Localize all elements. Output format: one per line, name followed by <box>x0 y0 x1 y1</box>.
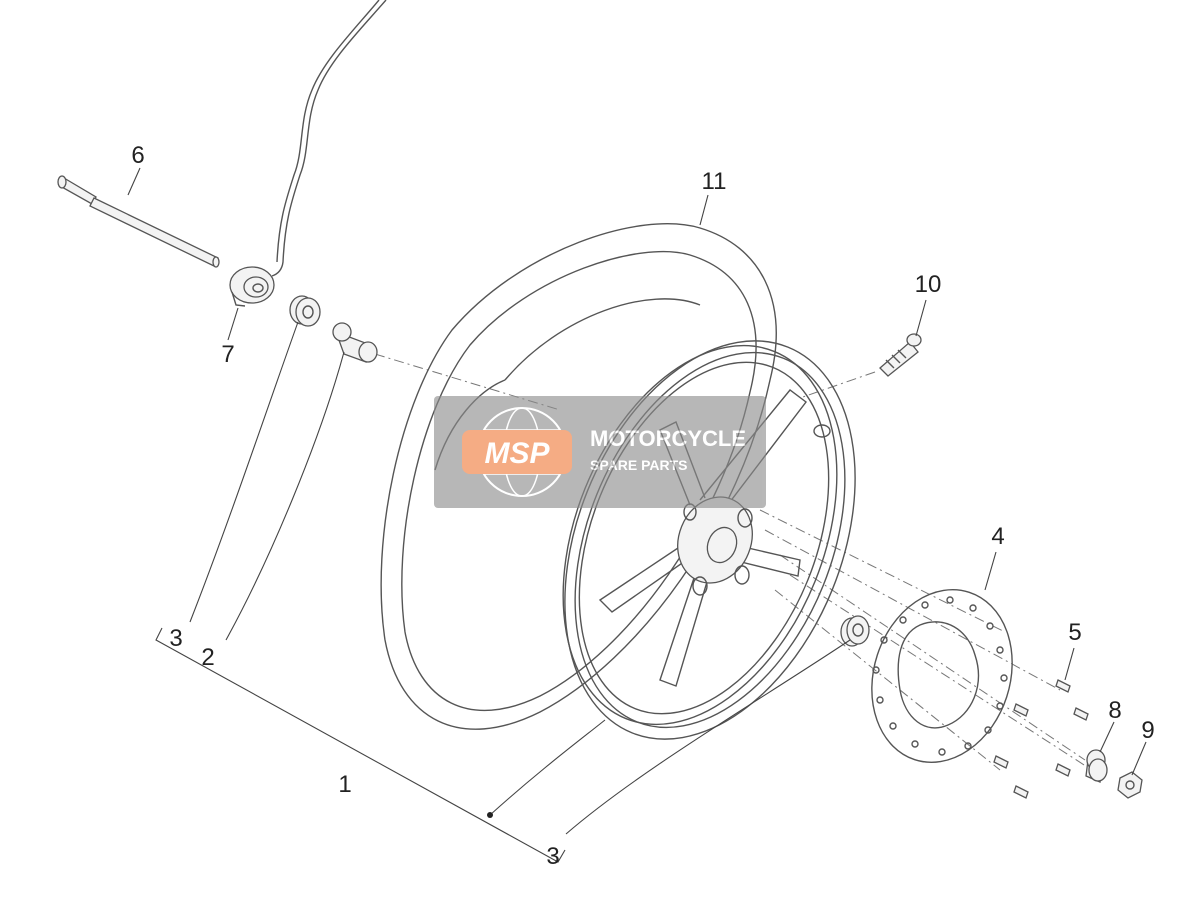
callout-3-left: 3 <box>169 625 182 652</box>
speedometer-cable <box>271 0 387 277</box>
screws-part-5 <box>993 679 1089 799</box>
leader-5 <box>1064 647 1075 681</box>
assembly-bracket <box>155 627 566 863</box>
leader-7 <box>227 307 239 341</box>
sleeve-part-8 <box>1085 749 1108 783</box>
nut-part-9 <box>1117 771 1143 799</box>
speedometer-drive-part-7 <box>229 266 275 307</box>
axle-part-6 <box>57 175 220 268</box>
watermark: MSP MOTORCYCLE SPARE PARTS <box>434 396 766 508</box>
leader-4 <box>984 551 997 591</box>
leader-3-left <box>189 321 299 623</box>
watermark-logo-text: MSP <box>484 437 550 470</box>
callout-1: 1 <box>338 771 351 798</box>
leader-9 <box>1131 741 1147 776</box>
assembly-axis-right <box>799 371 876 399</box>
watermark-box <box>434 396 766 508</box>
callout-8: 8 <box>1108 697 1121 724</box>
callout-9: 9 <box>1141 717 1154 744</box>
leader-8 <box>1099 721 1115 753</box>
leader-11 <box>699 194 709 226</box>
callout-11: 11 <box>702 168 727 195</box>
leader-2 <box>225 351 345 641</box>
valve-part-10 <box>879 333 922 377</box>
wheel-rim <box>562 340 856 740</box>
callout-7: 7 <box>221 341 234 368</box>
callout-10: 10 <box>915 271 942 298</box>
leader-1-pointer <box>489 719 606 816</box>
spacer-part-2 <box>332 322 378 363</box>
watermark-brand-line2: SPARE PARTS <box>590 457 688 473</box>
brake-disc-part-4 <box>871 589 1013 763</box>
bearing-part-3-lower <box>840 615 870 647</box>
bearing-part-3-upper <box>289 295 321 327</box>
leader-1-dot <box>487 812 493 818</box>
leader-10 <box>915 299 927 337</box>
callout-6: 6 <box>131 142 144 169</box>
leader-3-bottom <box>565 639 851 835</box>
callout-2: 2 <box>201 644 214 671</box>
callout-4: 4 <box>991 523 1004 550</box>
watermark-brand-line1: MOTORCYCLE <box>590 426 746 451</box>
callout-3-bottom: 3 <box>546 843 559 870</box>
leader-6 <box>127 167 141 196</box>
callout-5: 5 <box>1068 619 1081 646</box>
watermark-logo-badge <box>462 430 572 474</box>
